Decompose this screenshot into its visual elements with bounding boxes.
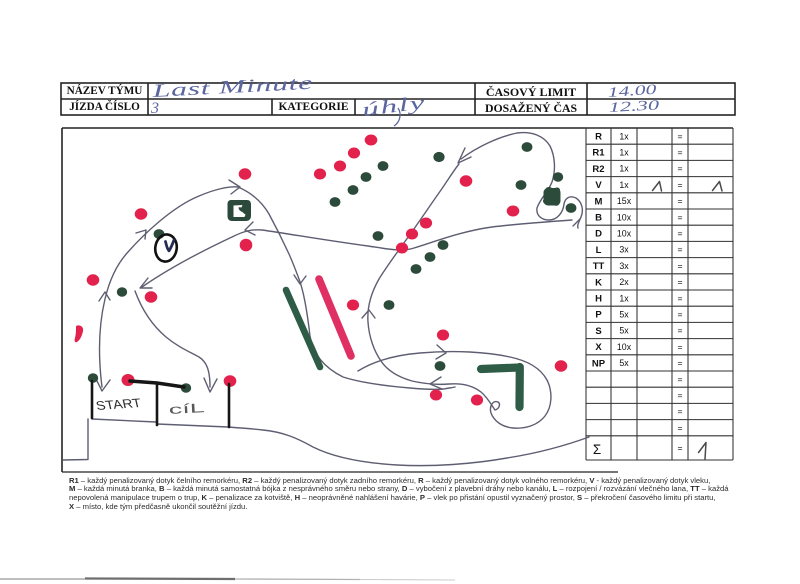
svg-text:=: = <box>677 196 682 206</box>
svg-text:1x: 1x <box>619 131 629 141</box>
svg-text:=: = <box>677 326 682 336</box>
svg-text:5x: 5x <box>619 358 629 368</box>
svg-text:1x: 1x <box>619 180 629 190</box>
svg-text:=: = <box>677 261 682 271</box>
svg-text:=: = <box>677 180 682 190</box>
svg-text:10x: 10x <box>617 212 632 222</box>
svg-text:úhly: úhly <box>361 91 427 120</box>
svg-text:=: = <box>677 148 682 158</box>
svg-text:=: = <box>677 374 682 384</box>
svg-text:3: 3 <box>150 100 159 117</box>
svg-text:1x: 1x <box>619 148 629 158</box>
svg-text:12.30: 12.30 <box>608 97 660 115</box>
svg-text:3x: 3x <box>619 245 629 255</box>
svg-text:K: K <box>595 277 602 288</box>
svg-text:L: L <box>596 245 602 256</box>
svg-text:=: = <box>677 423 682 433</box>
svg-text:=: = <box>677 293 682 303</box>
svg-text:cíL: cíL <box>168 400 205 417</box>
svg-text:=: = <box>677 212 682 222</box>
svg-text:=: = <box>677 358 682 368</box>
svg-text:X: X <box>595 342 602 353</box>
svg-text:NP: NP <box>592 358 606 369</box>
svg-text:V: V <box>595 180 602 191</box>
svg-text:S: S <box>595 326 601 337</box>
svg-text:M: M <box>595 196 603 207</box>
svg-text:=: = <box>677 229 682 239</box>
svg-text:=: = <box>677 342 682 352</box>
svg-text:P: P <box>595 310 602 321</box>
svg-text:Last Minute: Last Minute <box>151 72 314 101</box>
svg-text:D: D <box>595 229 602 240</box>
svg-text:=: = <box>677 443 682 453</box>
svg-text:2x: 2x <box>619 277 629 287</box>
svg-text:1x: 1x <box>619 293 629 303</box>
svg-text:=: = <box>677 310 682 320</box>
svg-text:10x: 10x <box>617 342 632 352</box>
svg-text:R1: R1 <box>592 148 605 159</box>
svg-text:3x: 3x <box>619 261 629 271</box>
svg-text:R2: R2 <box>592 164 604 175</box>
svg-text:=: = <box>677 131 682 141</box>
svg-text:=: = <box>677 391 682 401</box>
svg-text:Σ: Σ <box>593 442 601 457</box>
svg-text:=: = <box>677 277 682 287</box>
svg-text:10x: 10x <box>617 229 632 239</box>
svg-text:5x: 5x <box>619 310 629 320</box>
svg-text:H: H <box>595 294 602 305</box>
svg-text:5x: 5x <box>619 326 629 336</box>
svg-text:TT: TT <box>593 261 605 272</box>
svg-text:1x: 1x <box>619 164 629 174</box>
svg-text:15x: 15x <box>617 196 632 206</box>
svg-text:=: = <box>677 407 682 417</box>
svg-text:=: = <box>677 245 682 255</box>
svg-text:B: B <box>595 213 602 224</box>
svg-text:R: R <box>595 132 602 143</box>
svg-text:START: START <box>95 396 143 413</box>
svg-text:14.00: 14.00 <box>607 81 657 100</box>
svg-text:=: = <box>677 164 682 174</box>
